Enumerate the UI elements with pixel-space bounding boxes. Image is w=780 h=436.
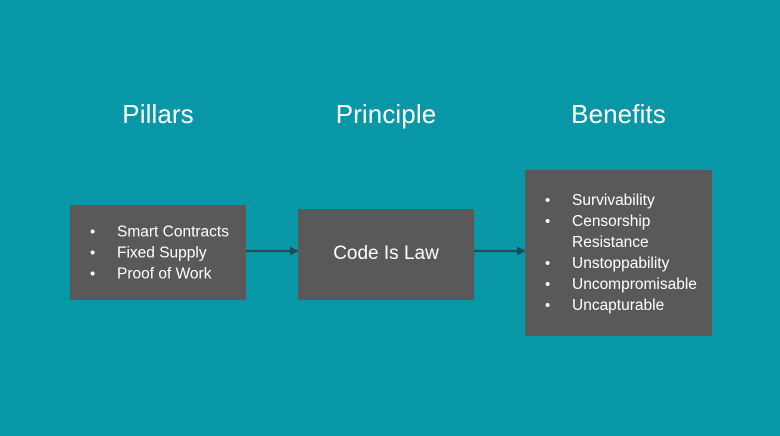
column-header-principle: Principle (335, 99, 437, 129)
list-item: Smart Contracts (70, 221, 246, 242)
bullet-dot-icon (545, 211, 572, 232)
node-box-principle: Code Is Law (298, 209, 474, 300)
list-item: Survivability (525, 190, 712, 211)
column-header-benefits: Benefits (571, 99, 666, 129)
list-item-label: Fixed Supply (117, 244, 207, 261)
list-item-label: Survivability (572, 192, 655, 209)
column-header-pillars: Pillars (122, 99, 194, 129)
bullet-dot-icon (545, 274, 572, 295)
list-item: Proof of Work (70, 263, 246, 284)
bullet-dot-icon (90, 263, 117, 284)
node-box-benefits: Survivability Censorship Resistance Unst… (525, 170, 712, 336)
list-item: Uncapturable (525, 295, 712, 316)
arrow-right-icon-principle-to-benefits (474, 246, 526, 256)
list-item: Fixed Supply (70, 242, 246, 263)
list-item: Unstoppability (525, 253, 712, 274)
pillars-list: Smart Contracts Fixed Supply Proof of Wo… (70, 221, 246, 284)
list-item: Censorship Resistance (525, 211, 712, 253)
list-item-label: Censorship Resistance (572, 213, 651, 251)
list-item-label: Smart Contracts (117, 223, 229, 240)
list-item-label: Uncapturable (572, 297, 665, 314)
bullet-dot-icon (545, 190, 572, 211)
list-item: Uncompromisable (525, 274, 712, 295)
list-item-label: Unstoppability (572, 255, 670, 272)
node-box-pillars: Smart Contracts Fixed Supply Proof of Wo… (70, 205, 246, 300)
bullet-dot-icon (90, 221, 117, 242)
arrow-right-icon-pillars-to-principle (246, 246, 299, 256)
bullet-dot-icon (545, 295, 572, 316)
list-item-label: Uncompromisable (572, 276, 697, 293)
benefits-list: Survivability Censorship Resistance Unst… (525, 190, 712, 316)
list-item-label: Proof of Work (117, 265, 212, 282)
bullet-dot-icon (90, 242, 117, 263)
bullet-dot-icon (545, 253, 572, 274)
node-label-principle: Code Is Law (333, 243, 439, 265)
